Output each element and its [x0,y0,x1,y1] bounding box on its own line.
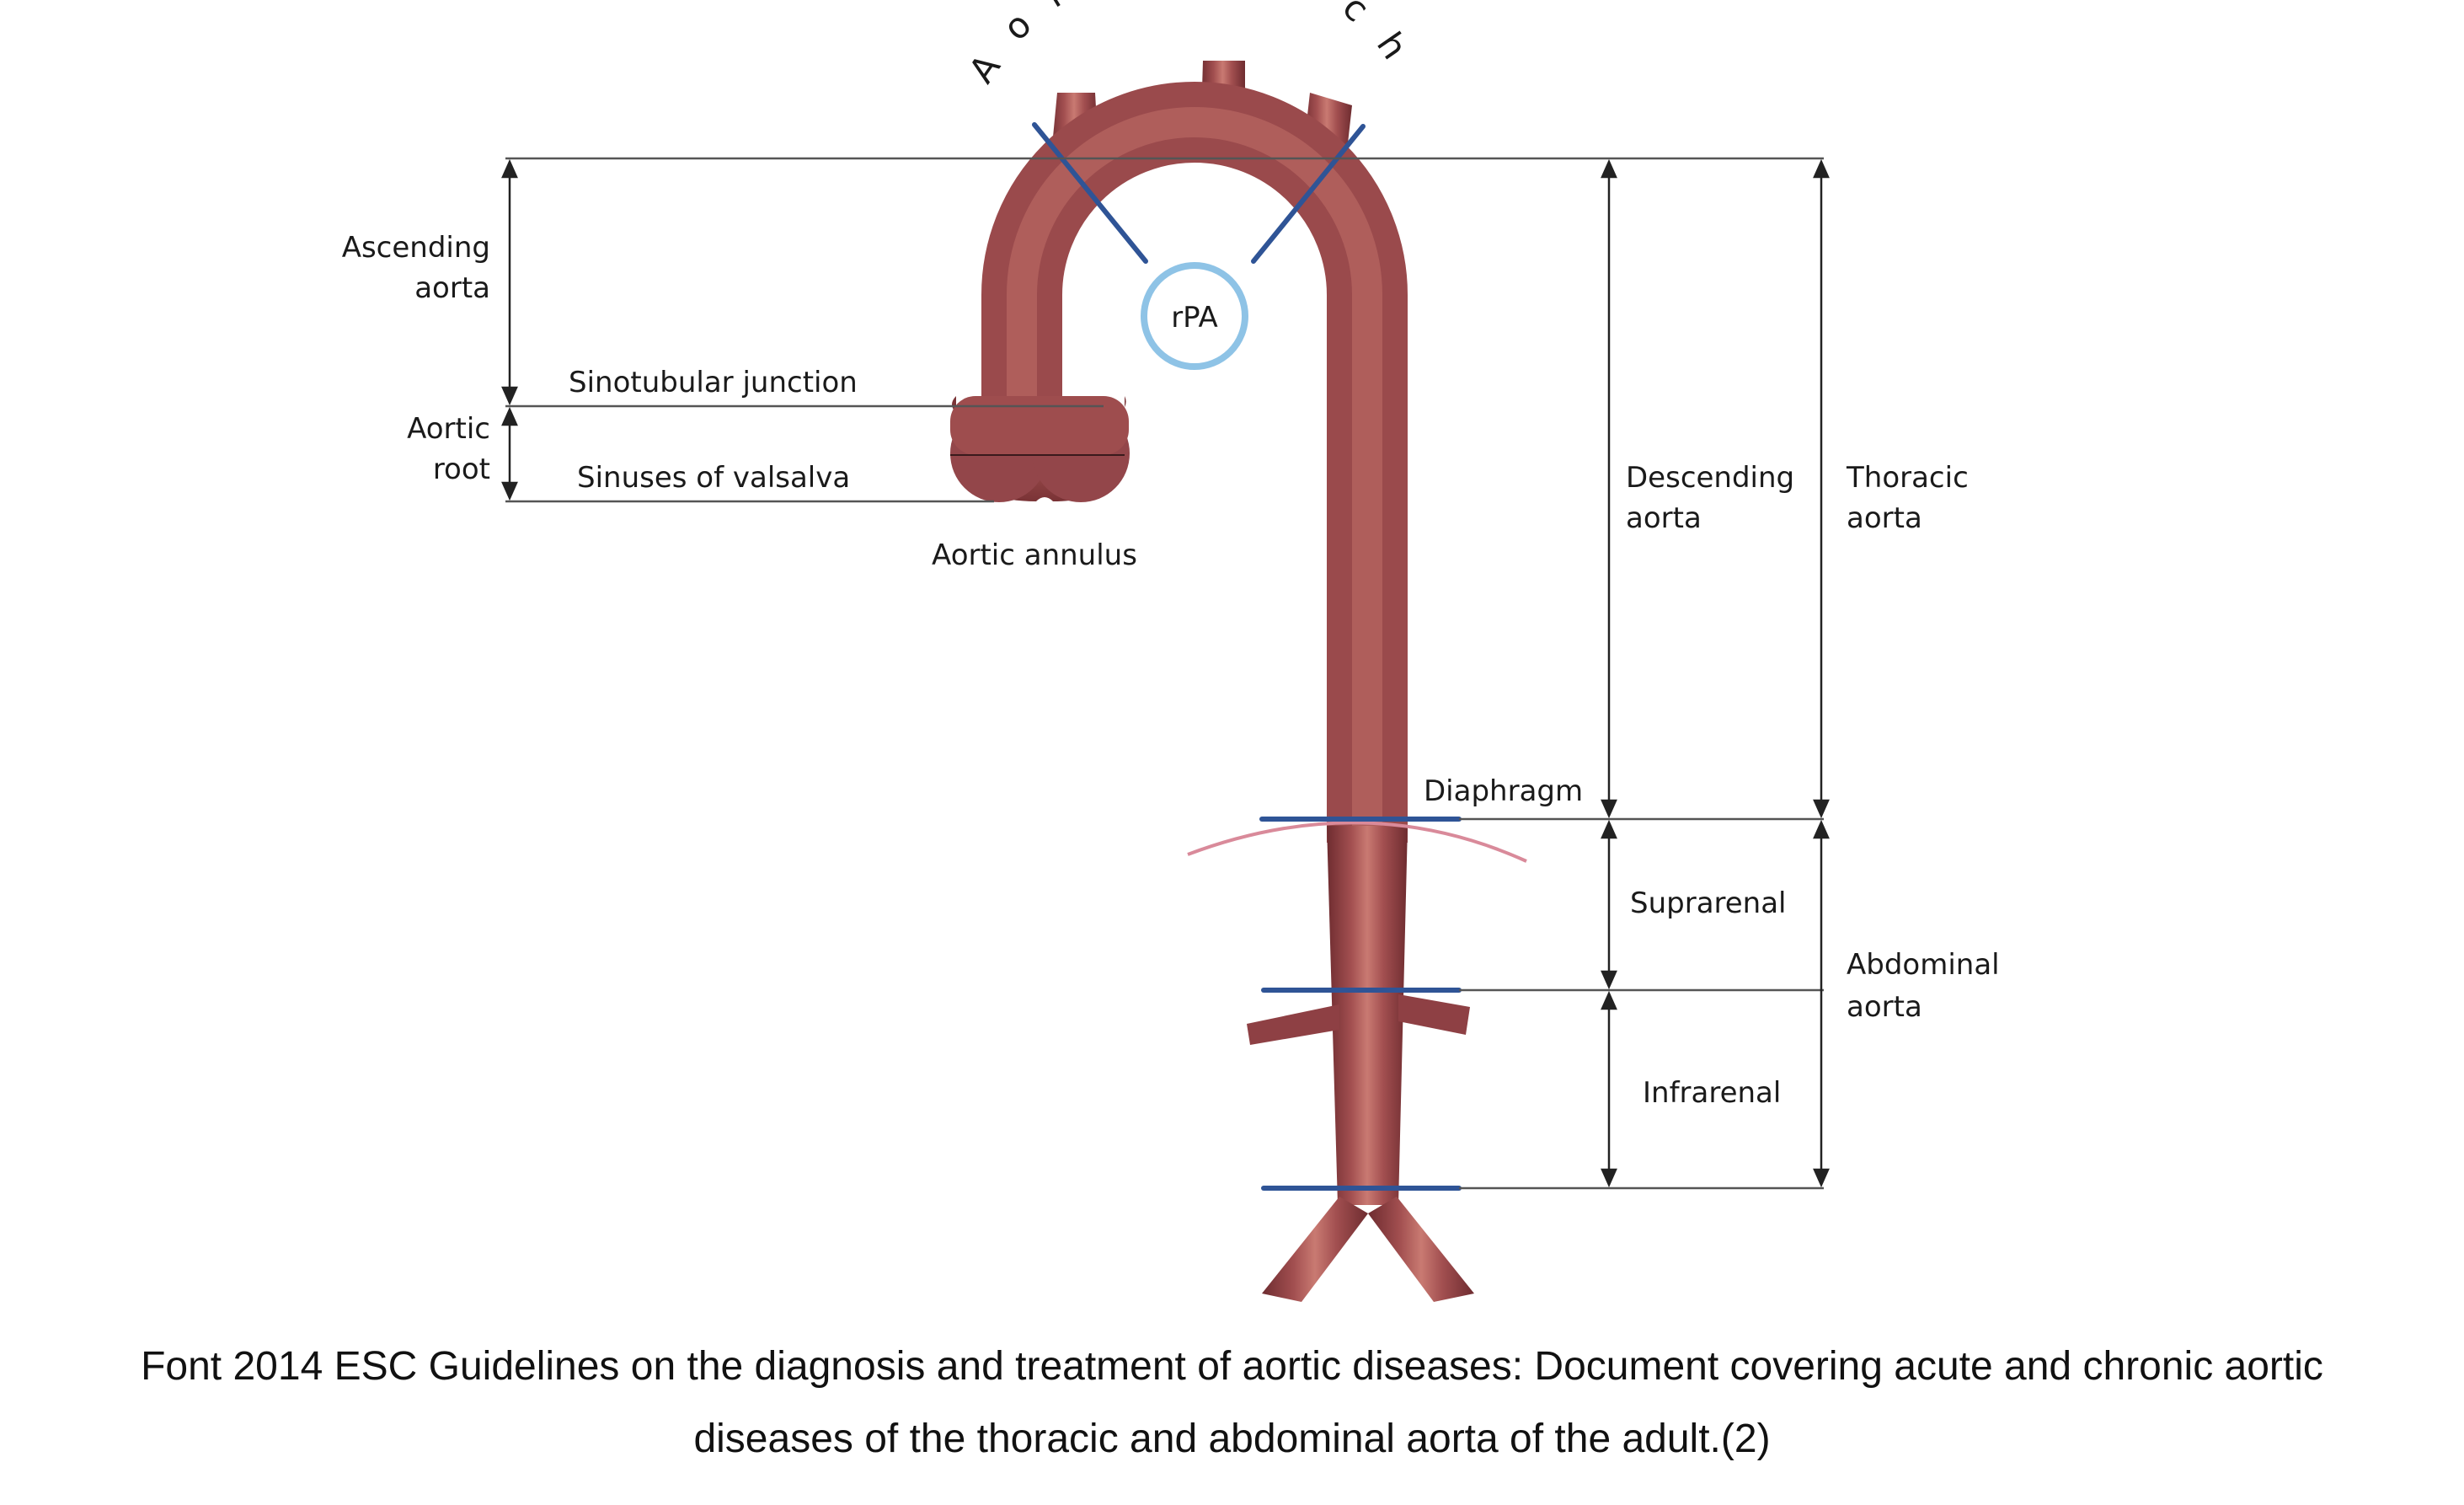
aortic-arch-title-path: Aortic arch [960,0,1403,90]
left-renal-branch [1247,1004,1339,1045]
root-top [950,396,1129,455]
label-root-1: Aortic [407,412,490,446]
arch-start-marker [1032,122,1148,264]
segment-markers [1032,122,1462,1191]
label-abdominal-1: Abdominal [1847,948,2000,982]
left-iliac [1262,1197,1368,1302]
label-suprarenal: Suprarenal [1630,886,1787,920]
label-descending-1: Descending [1626,461,1794,495]
descending-aorta-body [1327,826,1408,1205]
label-infrarenal: Infrarenal [1643,1076,1781,1110]
label-thoracic-1: Thoracic [1846,461,1969,495]
aorta-arch-highlight [1007,107,1382,843]
rpa-ring [1141,262,1248,370]
label-rpa: rPA [1171,301,1218,335]
caption-line-1: Font 2014 ESC Guidelines on the diagnosi… [141,1344,2323,1389]
label-sinotubular: Sinotubular junction [569,366,858,399]
label-ascending-2: aorta [414,271,490,305]
label-descending-2: aorta [1626,501,1702,535]
label-root-2: root [433,453,490,486]
label-ascending-1: Ascending [342,231,490,265]
label-annulus: Aortic annulus [932,538,1137,572]
caption-line-2: diseases of the thoracic and abdominal a… [693,1417,1771,1461]
diaphragm-arc [1187,821,1527,863]
guide-lines [505,157,1824,1190]
arch-end-marker [1251,124,1366,264]
right-renal-branch [1398,994,1470,1035]
aortic-arch-title: Aortic arch [960,0,1431,90]
label-abdominal-2: aorta [1847,990,1922,1024]
label-thoracic-2: aorta [1847,501,1922,535]
dimension-arrows [501,158,1830,1188]
label-sinuses: Sinuses of valsalva [577,461,850,495]
label-diaphragm: Diaphragm [1424,774,1583,808]
aorta-shape [950,61,1474,1302]
right-iliac [1368,1197,1474,1302]
